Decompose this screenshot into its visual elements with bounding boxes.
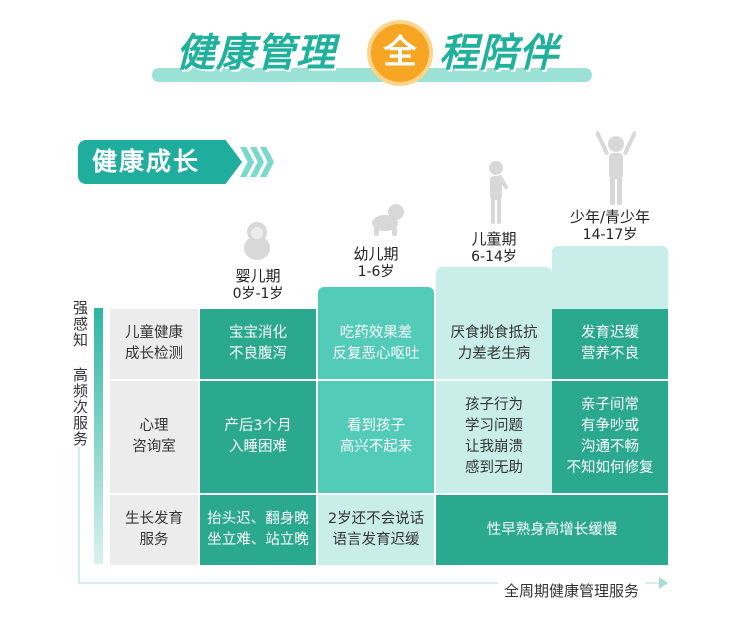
- grid-cell: 抬头迟、翻身晚 坐立难、站立晚: [200, 495, 316, 565]
- stage-name: 幼儿期: [353, 245, 399, 263]
- row-label-counseling: 心理 咨询室: [110, 381, 198, 493]
- stage-age: 14-17岁: [582, 227, 638, 243]
- y-axis-label: 强感知 高频次服务: [70, 300, 90, 447]
- stage-age: 6-14岁: [471, 249, 517, 265]
- grid-cell: 宝宝消化 不良腹泻: [200, 309, 316, 379]
- x-axis-label: 全周期健康管理服务: [498, 580, 646, 601]
- stage-name: 儿童期: [471, 230, 517, 248]
- y-axis-gradient-bar: [94, 308, 103, 564]
- row-label-development: 生长发育 服务: [110, 495, 198, 565]
- stage-block-teen: [552, 246, 668, 309]
- header-title-left: 健康管理: [176, 31, 337, 76]
- grid-cell: 吃药效果差 反复恶心呕吐: [318, 309, 434, 379]
- stage-toddler: 幼儿期 1-6岁: [318, 245, 434, 281]
- grid-cell: 发育迟缓 营养不良: [552, 309, 668, 379]
- grid-cell: 2岁还不会说话 语言发育迟缓: [318, 495, 434, 565]
- stage-child: 儿童期 6-14岁: [436, 230, 552, 266]
- header-underline: [152, 68, 592, 82]
- x-axis-arrow-icon: [659, 577, 668, 589]
- section-tab: 健康成长: [78, 140, 242, 184]
- grid-cell: 亲子间常 有争吵或 沟通不畅 不知如何修复: [552, 381, 668, 493]
- stage-name: 少年/青少年: [569, 208, 651, 226]
- header-badge: 全: [371, 24, 429, 82]
- stage-block-toddler: [318, 287, 434, 309]
- grid-cell: 孩子行为 学习问题 让我崩溃 感到无助: [436, 381, 552, 493]
- teen-icon: [596, 131, 636, 205]
- stage-age: 1-6岁: [357, 264, 395, 280]
- grid-cell: 厌食挑食抵抗 力差老生病: [436, 309, 552, 379]
- toddler-icon: [372, 204, 404, 236]
- stage-infant: 婴儿期 0岁-1岁: [200, 267, 316, 303]
- stage-age: 0岁-1岁: [232, 286, 284, 302]
- child-icon: [489, 161, 508, 224]
- x-axis-line: [78, 582, 663, 584]
- stage-teen: 少年/青少年 14-17岁: [552, 208, 668, 244]
- grid-cell-wide: 性早熟身高增长缓慢: [436, 495, 668, 565]
- stage-block-child: [436, 267, 552, 309]
- row-label-growth-check: 儿童健康 成长检测: [110, 309, 198, 379]
- header-title-right: 程陪伴: [439, 31, 560, 76]
- chevron-right-icon: [240, 147, 254, 177]
- stage-name: 婴儿期: [235, 267, 281, 285]
- grid-cell: 产后3个月 入睡困难: [200, 381, 316, 493]
- grid-cell: 看到孩子 高兴不起来: [318, 381, 434, 493]
- infant-icon: [244, 222, 270, 260]
